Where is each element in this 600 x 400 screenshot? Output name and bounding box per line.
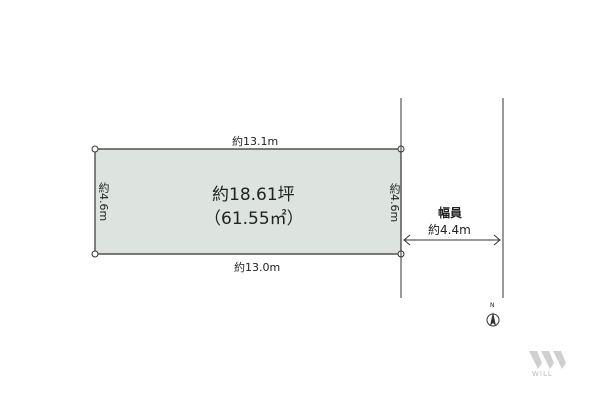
arrow-head-left [403,234,411,246]
right-dimension: 約4.6m [388,183,401,223]
top-dimension: 約13.1m [232,135,279,148]
arrow-head-right [493,234,501,246]
bottom-dimension: 約13.0m [234,261,281,274]
will-logo-icon [529,351,566,369]
road-width-title: 幅員 [438,206,463,220]
road-width-value: 約4.4m [428,223,471,237]
left-dimension: 約4.6m [97,182,110,222]
compass-north-label: N [490,302,495,309]
will-logo-text: WILL [532,370,553,378]
area-square-meters: （61.55㎡） [204,209,304,229]
corner-marker [91,250,99,258]
compass-icon [486,312,500,327]
corner-marker [91,145,99,153]
area-tsubo: 約18.61坪 [212,185,295,205]
